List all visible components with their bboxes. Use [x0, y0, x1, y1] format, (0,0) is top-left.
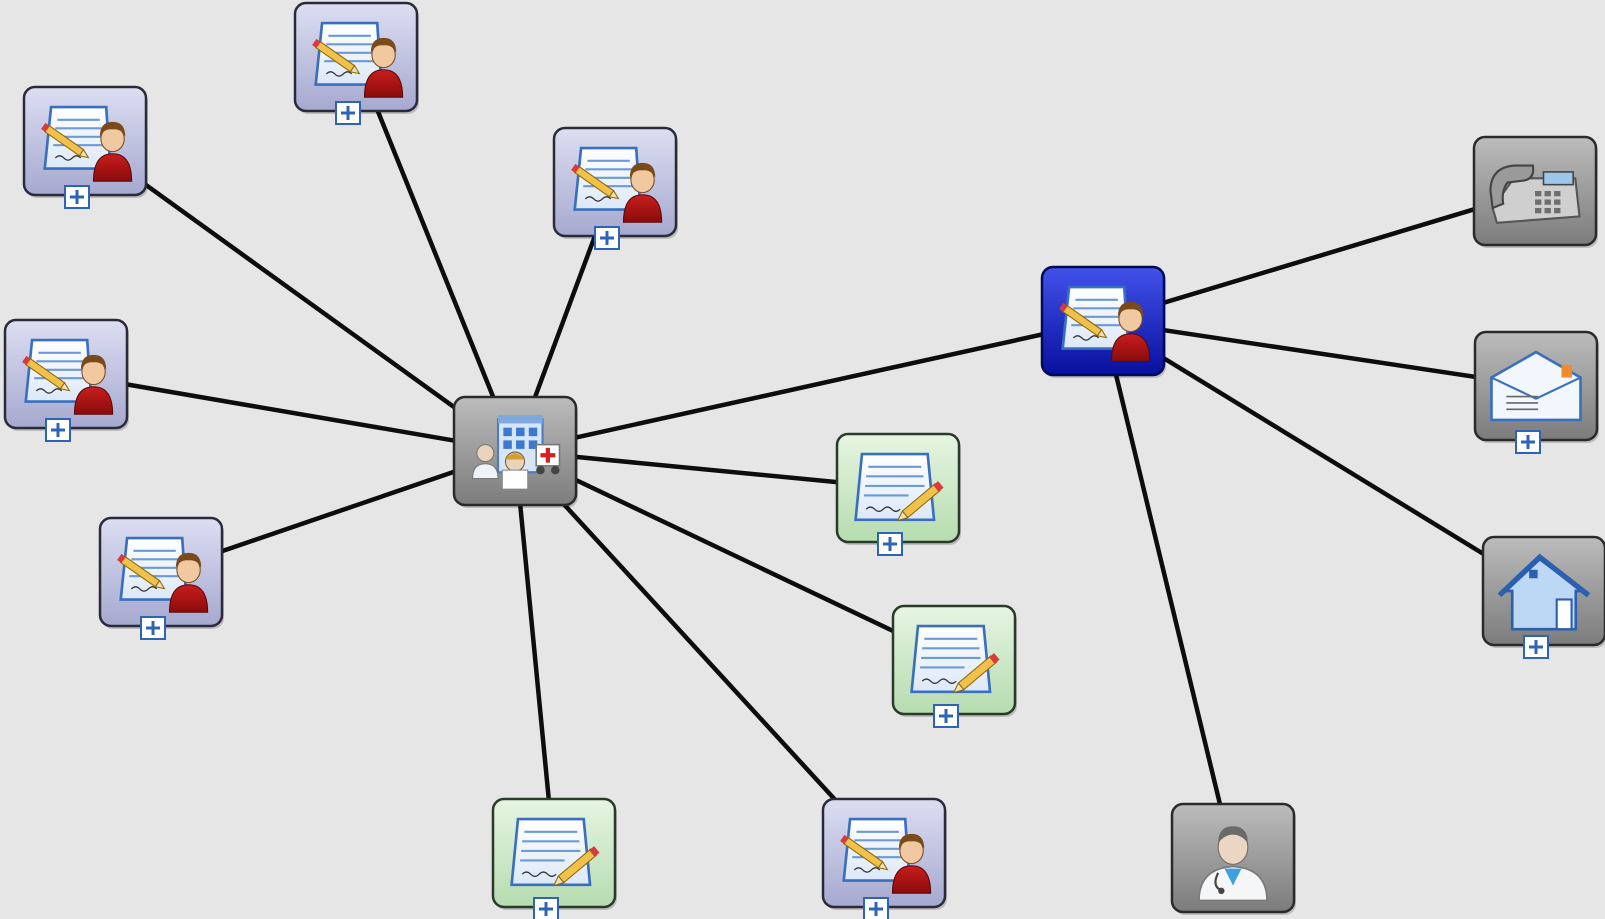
node-person-doc-4[interactable]	[3, 318, 129, 442]
plus-vertical-bar	[75, 190, 79, 204]
plus-vertical-bar	[888, 537, 892, 551]
expand-icon[interactable]	[1523, 635, 1549, 659]
edge-hospital-to-person-doc-2	[83, 139, 517, 453]
edge-hospital-to-selected-person-doc	[514, 318, 1104, 454]
edge-selected-person-doc-to-doctor	[1100, 320, 1236, 859]
edge-hospital-to-person-doc-4	[65, 371, 516, 454]
plus-vertical-bar	[1526, 435, 1530, 449]
edge-hospital-to-note-3	[512, 450, 557, 854]
node-person-doc-3[interactable]	[552, 126, 678, 250]
plus-vertical-bar	[874, 902, 878, 916]
plus-vertical-bar	[151, 621, 155, 635]
edge-selected-person-doc-to-home	[1101, 319, 1546, 593]
node-note-1[interactable]	[835, 432, 961, 556]
edge-hospital-to-note-2	[514, 448, 955, 663]
node-person-doc-2[interactable]	[22, 85, 148, 209]
plus-vertical-bar	[346, 106, 350, 120]
plus-vertical-bar	[605, 231, 609, 245]
node-note-3[interactable]	[491, 797, 617, 919]
expand-icon[interactable]	[140, 616, 166, 640]
plus-vertical-bar	[56, 423, 60, 437]
edge-hospital-to-note-1	[514, 448, 899, 491]
plus-vertical-bar	[544, 902, 548, 916]
node-phone[interactable]	[1472, 135, 1598, 248]
expand-icon[interactable]	[863, 897, 889, 919]
expand-icon[interactable]	[533, 897, 559, 919]
plus-vertical-bar	[1534, 640, 1538, 654]
node-selected-person-doc[interactable]	[1040, 265, 1166, 378]
node-person-doc-5[interactable]	[98, 516, 224, 640]
expand-icon[interactable]	[335, 101, 361, 125]
expand-icon[interactable]	[933, 704, 959, 728]
expand-icon[interactable]	[1515, 430, 1541, 454]
node-doctor[interactable]	[1170, 802, 1296, 915]
edge-selected-person-doc-to-phone	[1102, 188, 1536, 324]
node-home[interactable]	[1481, 535, 1605, 659]
node-layer	[3, 1, 1605, 919]
expand-icon[interactable]	[64, 185, 90, 209]
plus-vertical-bar	[944, 709, 948, 723]
node-hospital[interactable]	[452, 395, 578, 508]
node-person-doc-1[interactable]	[293, 1, 419, 125]
edge-hospital-to-person-doc-1	[353, 56, 518, 452]
edge-hospital-to-person-doc-6	[513, 449, 886, 855]
expand-icon[interactable]	[45, 418, 71, 442]
node-person-doc-6[interactable]	[821, 797, 947, 919]
node-note-2[interactable]	[891, 604, 1017, 728]
expand-icon[interactable]	[594, 226, 620, 250]
edge-layer	[65, 56, 1546, 859]
expand-icon[interactable]	[877, 532, 903, 556]
node-mail[interactable]	[1473, 330, 1599, 454]
edge-selected-person-doc-to-mail	[1102, 318, 1537, 389]
